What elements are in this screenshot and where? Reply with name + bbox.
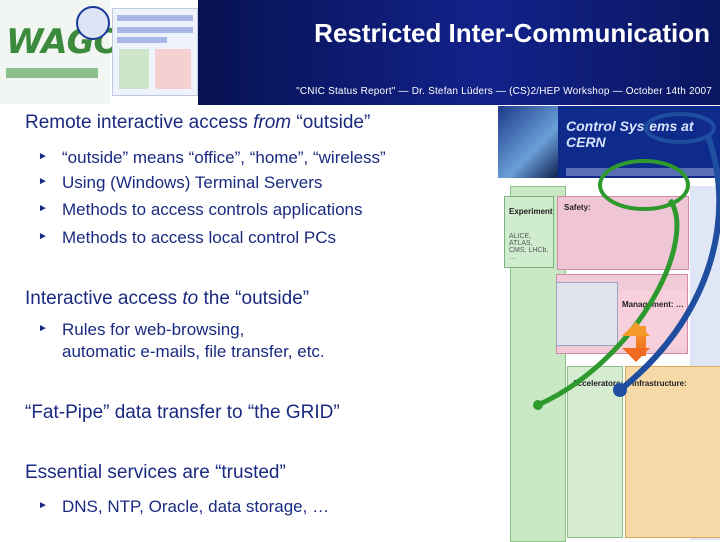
blue-arrow [618,134,720,393]
safety-label: Safety: [564,203,591,212]
logo-strip [6,68,98,78]
experiment-label: Experiment [509,207,553,216]
section-fat-pipe-heading: “Fat-Pipe” data transfer to “the GRID” [25,402,340,423]
header-thumbnail [112,8,198,96]
bullet-icon: ► [38,203,48,214]
orange-double-arrow [636,326,646,356]
bullet-icon: ► [38,151,48,162]
section-trusted-services-heading: Essential services are “trusted” [25,462,286,483]
section-outside-access-heading: Interactive access to the “outside” [25,288,310,309]
accelerators-label: Accelerators: [572,379,624,388]
list-item: ►Methods to access local control PCs [38,228,337,247]
management-label: Management: … [622,300,684,309]
earth-picture [498,106,560,178]
screenshot-thumbnail [556,282,618,346]
orange-arrow-head-up [622,322,650,336]
list-item: ►DNS, NTP, Oracle, data storage, … [38,497,330,516]
slide-title: Restricted Inter-Communication [314,18,710,48]
green-arrow-end [533,400,543,410]
header-band [198,0,720,105]
orange-arrow-head-down [622,348,650,362]
infrastructure-box: Infrastructure: [625,366,720,538]
experiment-box: Experiment ALICE, ATLAS, CMS, LHCb, … [504,196,554,268]
slide-subtitle: "CNIC Status Report" — Dr. Stefan Lüders… [296,86,712,97]
banner-subline [566,168,716,176]
green-ellipse [598,159,690,211]
section-remote-access-heading: Remote interactive access from “outside” [25,112,371,133]
list-item: ►Methods to access controls applications [38,200,363,219]
blue-ellipse [644,112,716,144]
list-item: ►Using (Windows) Terminal Servers [38,173,323,192]
list-item-continuation: automatic e-mails, file transfer, etc. [62,342,325,361]
bullet-icon: ► [38,500,48,511]
cern-logo-icon [76,6,110,40]
bullet-icon: ► [38,231,48,242]
bullet-icon: ► [38,176,48,187]
bullet-icon: ► [38,323,48,334]
safety-box: Safety: [557,196,689,270]
list-item: ►“outside” means “office”, “home”, “wire… [38,148,386,167]
infrastructure-label: Infrastructure: [632,379,687,388]
diagram-arrows [533,112,720,410]
experiment-sub-label: ALICE, ATLAS, CMS, LHCb, … [509,233,549,261]
blue-arrow-end [613,383,627,397]
accelerators-box: Accelerators: [567,366,623,538]
wago-logo: WAGO [0,0,122,104]
slide-header: WAGO Restricted Inter-Communication "CNI… [0,0,720,105]
list-item: ►Rules for web-browsing, [38,320,245,339]
control-systems-banner-text: Control Systems at CERN [566,118,694,150]
green-arrow [536,198,680,408]
